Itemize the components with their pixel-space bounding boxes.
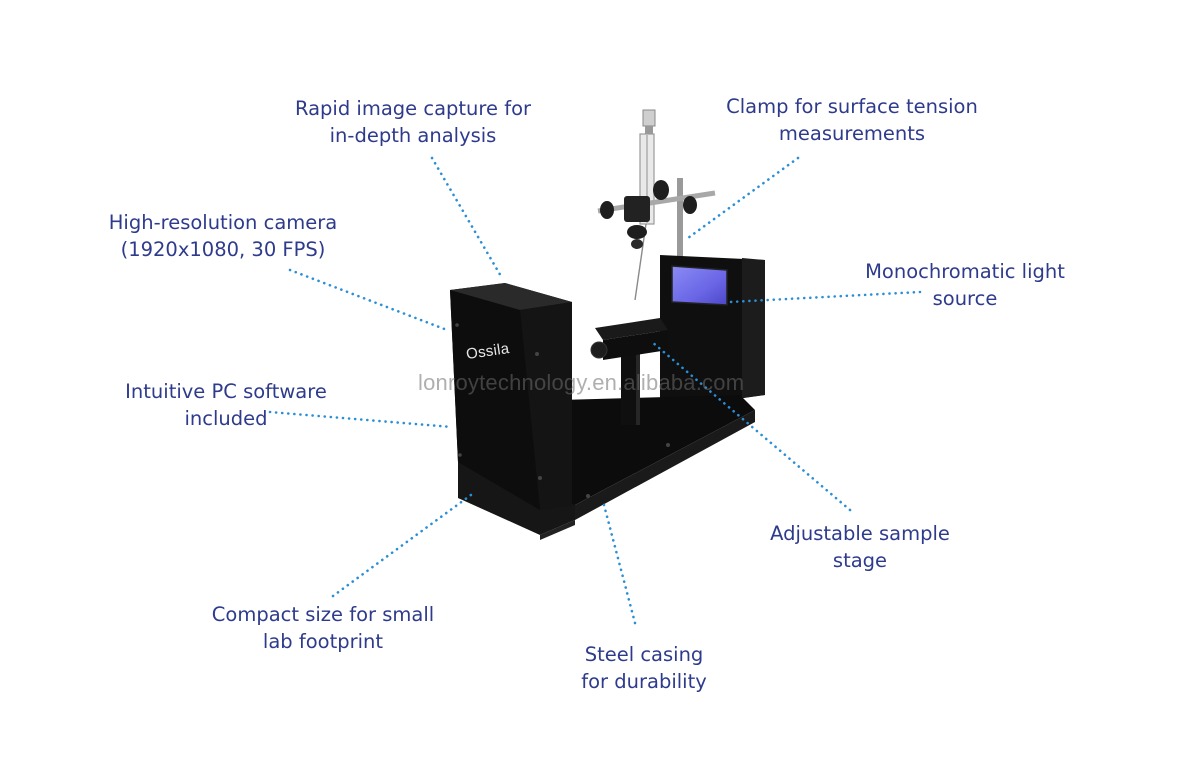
leader-software — [268, 410, 454, 429]
leader-camera — [288, 268, 449, 332]
clamp — [597, 178, 716, 262]
leader-compact — [331, 490, 477, 598]
callout-steel-casing: Steel casing for durability — [581, 643, 707, 693]
leader-sample-stage — [650, 340, 852, 512]
callout-clamp: Clamp for surface tension measurements — [726, 95, 978, 145]
leader-rapid-capture — [430, 156, 504, 280]
callout-software: Intuitive PC software included — [125, 380, 327, 430]
callout-rapid-capture: Rapid image capture for in-depth analysi… — [294, 97, 532, 147]
leader-clamp — [686, 156, 800, 240]
base-rail — [458, 395, 755, 540]
callout-camera: High-resolution camera (1920x1080, 30 FP… — [108, 211, 338, 261]
leader-lines — [268, 156, 922, 625]
callout-compact: Compact size for small lab footprint — [211, 603, 435, 653]
callout-light-source: Monochromatic light source — [865, 260, 1065, 310]
watermark: lonroytechnology.en.alibaba.com — [418, 370, 745, 395]
sample-stage — [590, 318, 668, 425]
callout-sample-stage: Adjustable sample stage — [770, 522, 950, 572]
camera-housing — [450, 283, 670, 510]
leader-light-source — [728, 290, 922, 304]
leader-steel-casing — [602, 503, 637, 625]
